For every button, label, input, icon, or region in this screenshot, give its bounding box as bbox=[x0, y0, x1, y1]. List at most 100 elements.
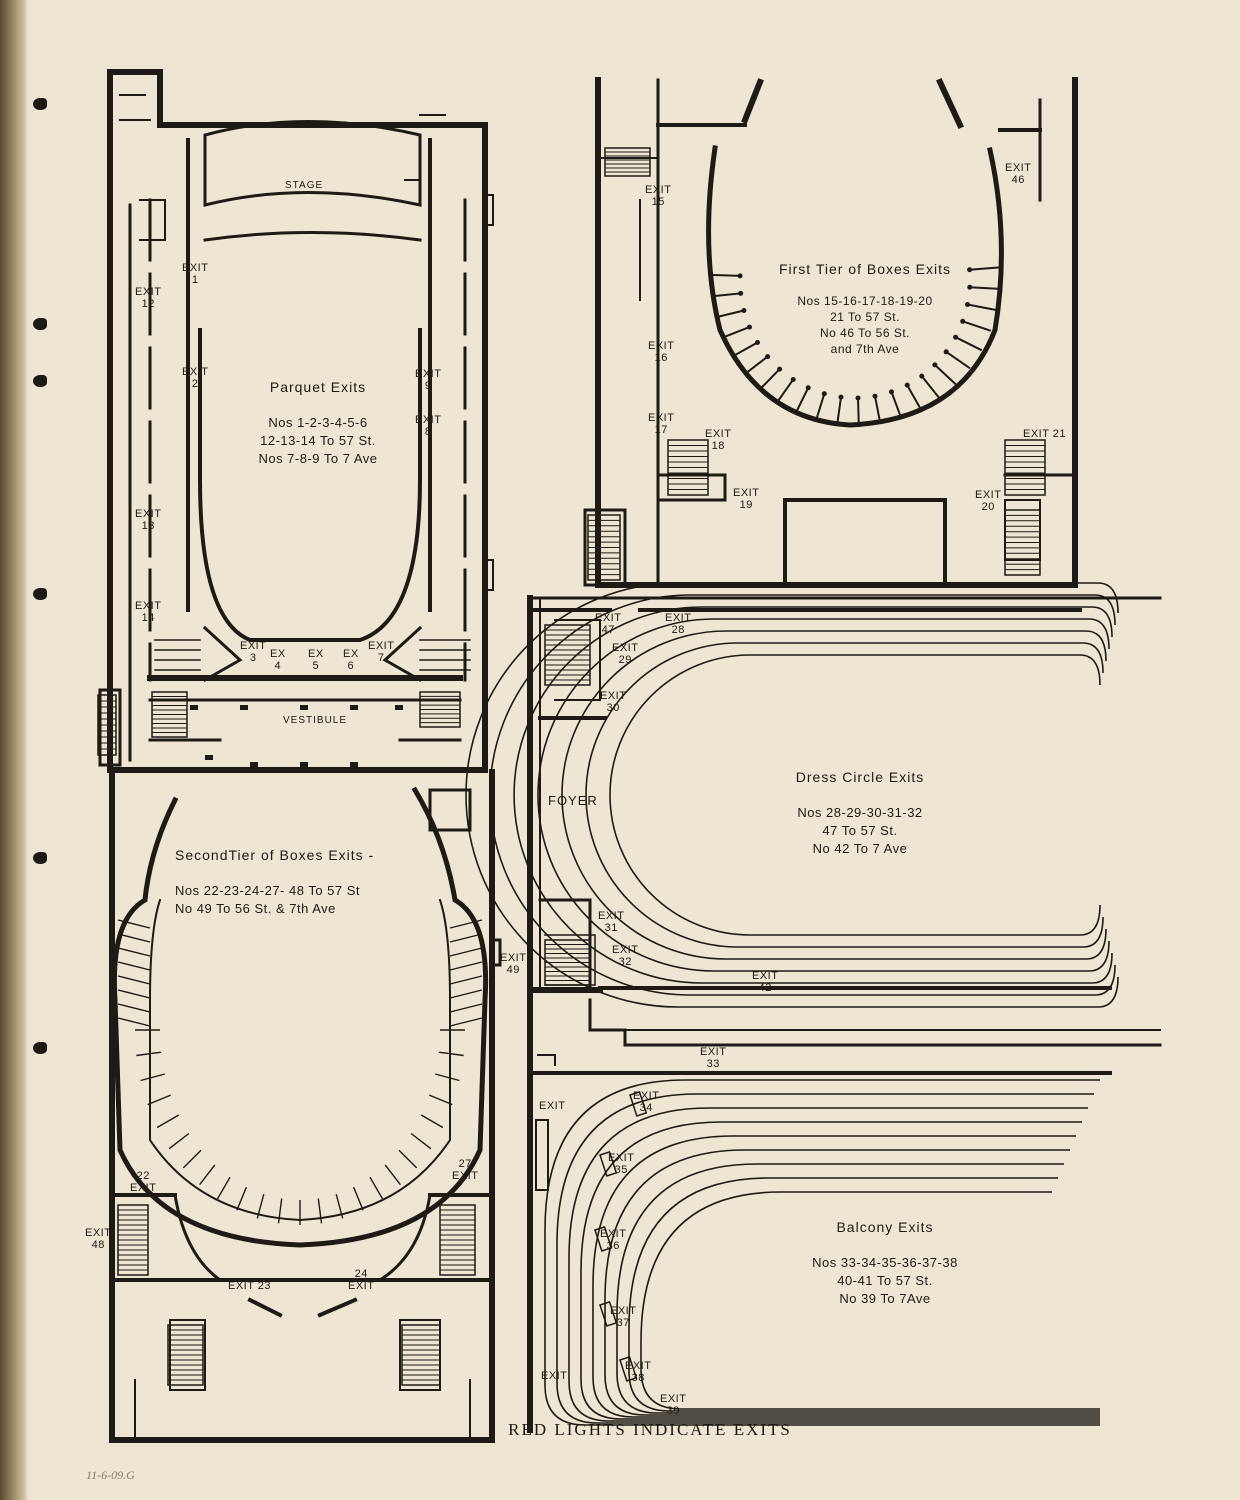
box-partition-end bbox=[919, 373, 925, 379]
box-partition-end bbox=[889, 389, 894, 395]
first-tier-lines: Nos 15-16-17-18-19-20 21 To 57 St. No 46… bbox=[797, 294, 933, 356]
exit-label: EXIT 47 bbox=[595, 612, 622, 636]
box-partition-end bbox=[932, 362, 938, 368]
stair bbox=[544, 939, 591, 986]
box-partition bbox=[216, 1176, 231, 1200]
exit-label: EXIT 34 bbox=[633, 1090, 660, 1114]
box-partition bbox=[182, 1149, 202, 1169]
box-partition bbox=[140, 1073, 165, 1082]
door-mark bbox=[205, 755, 213, 760]
exit-label: EXIT 49 bbox=[500, 952, 527, 976]
box-partition bbox=[714, 309, 745, 319]
exit-label: EXIT 30 bbox=[600, 690, 627, 714]
box-partition bbox=[449, 975, 483, 985]
box-partition bbox=[890, 391, 902, 418]
balcony-door-marker bbox=[594, 1225, 613, 1252]
dress-circle-title: Dress Circle Exits bbox=[795, 769, 925, 785]
stair bbox=[439, 1204, 476, 1276]
exit-label: EXIT 35 bbox=[608, 1152, 635, 1176]
box-partition-end bbox=[967, 267, 973, 273]
box-partition bbox=[435, 1073, 460, 1082]
exit-label: EXIT 18 bbox=[705, 428, 732, 452]
vestibule-label: VESTIBULE bbox=[283, 715, 348, 726]
balcony-tier-line bbox=[544, 1079, 1100, 1426]
binding-hole bbox=[33, 98, 47, 110]
box-partition-end bbox=[777, 366, 783, 372]
exit-label: EXIT 17 bbox=[648, 412, 675, 436]
door-mark bbox=[240, 705, 248, 710]
box-partition bbox=[420, 1114, 444, 1129]
box-partition-end bbox=[967, 284, 973, 290]
balcony-tier-line bbox=[592, 1135, 1100, 1418]
box-partition bbox=[352, 1186, 364, 1211]
balcony-tier-line bbox=[568, 1107, 1100, 1422]
dress-circle-tier-line bbox=[465, 582, 1119, 1008]
box-partition bbox=[857, 397, 860, 426]
dress-circle-tier-end bbox=[1097, 582, 1119, 614]
binding-hole bbox=[33, 375, 47, 387]
binding-edge bbox=[0, 0, 28, 1500]
footer-caption: RED LIGHTS INDICATE EXITS bbox=[508, 1420, 792, 1439]
box-partition bbox=[236, 1186, 248, 1211]
exit-label: EXIT 9 bbox=[415, 368, 442, 392]
box-partition bbox=[710, 292, 741, 298]
first-tier-title: First Tier of Boxes Exits bbox=[778, 261, 952, 277]
box-partition bbox=[147, 1094, 171, 1106]
box-partition-end bbox=[821, 391, 827, 397]
box-partition bbox=[969, 266, 1000, 271]
box-partition bbox=[710, 273, 741, 277]
stair bbox=[401, 1324, 441, 1386]
dress-circle-tier-end bbox=[1082, 642, 1104, 674]
box-partition-end bbox=[943, 349, 949, 355]
stair bbox=[667, 439, 709, 496]
binding-hole bbox=[33, 1042, 47, 1054]
box-partition bbox=[256, 1194, 265, 1219]
box-partition bbox=[117, 975, 151, 985]
box-partition bbox=[317, 1198, 323, 1224]
box-partition-end bbox=[747, 324, 752, 330]
door-mark bbox=[300, 762, 308, 767]
box-partition bbox=[117, 989, 151, 999]
exit-label: EX 6 bbox=[343, 648, 359, 672]
balcony-tier-line bbox=[580, 1121, 1100, 1420]
box-partition-end bbox=[737, 273, 743, 279]
box-partition bbox=[449, 1017, 483, 1027]
box-partition bbox=[117, 933, 151, 943]
box-partition bbox=[795, 387, 810, 413]
box-partition bbox=[945, 350, 971, 370]
box-partition-end bbox=[741, 308, 747, 313]
exit-label: EXIT 38 bbox=[625, 1360, 652, 1384]
box-partition-end bbox=[855, 395, 861, 401]
box-partition bbox=[156, 1114, 180, 1129]
exit-label: EXIT 28 bbox=[665, 612, 692, 636]
box-partition bbox=[836, 396, 842, 425]
box-partition bbox=[117, 1003, 151, 1013]
balcony-tier-line bbox=[616, 1163, 1100, 1414]
exit-label: EXIT 3 bbox=[240, 640, 267, 664]
dress-circle-tier-end bbox=[1088, 618, 1110, 650]
box-partition-end bbox=[960, 318, 966, 324]
exit-label: EXIT 19 bbox=[733, 487, 760, 511]
stair bbox=[1004, 509, 1041, 576]
balcony-lines: Nos 33-34-35-36-37-38 40-41 To 57 St. No… bbox=[812, 1255, 958, 1306]
box-partition-end bbox=[765, 354, 771, 360]
box-partition bbox=[429, 1094, 453, 1106]
box-partition bbox=[967, 303, 997, 312]
dress-circle-caption: Dress Circle Exits Nos 28-29-30-31-32 47… bbox=[765, 750, 955, 876]
box-partition-end bbox=[872, 393, 878, 399]
exit-label: EXIT 15 bbox=[645, 184, 672, 208]
box-partition bbox=[449, 989, 483, 999]
door-mark bbox=[350, 705, 358, 710]
box-partition bbox=[168, 1132, 190, 1150]
box-partition bbox=[759, 368, 781, 391]
door-mark bbox=[190, 705, 198, 710]
box-partition bbox=[117, 947, 151, 957]
balcony-door-marker bbox=[629, 1090, 648, 1117]
pencil-note: 11-6-09.G bbox=[86, 1468, 135, 1482]
exit-label: EXIT 16 bbox=[648, 340, 675, 364]
second-tier-lines: Nos 22-23-24-27- 48 To 57 St No 49 To 56… bbox=[175, 883, 361, 916]
box-partition bbox=[369, 1176, 384, 1200]
first-tier-plan bbox=[583, 77, 1078, 588]
